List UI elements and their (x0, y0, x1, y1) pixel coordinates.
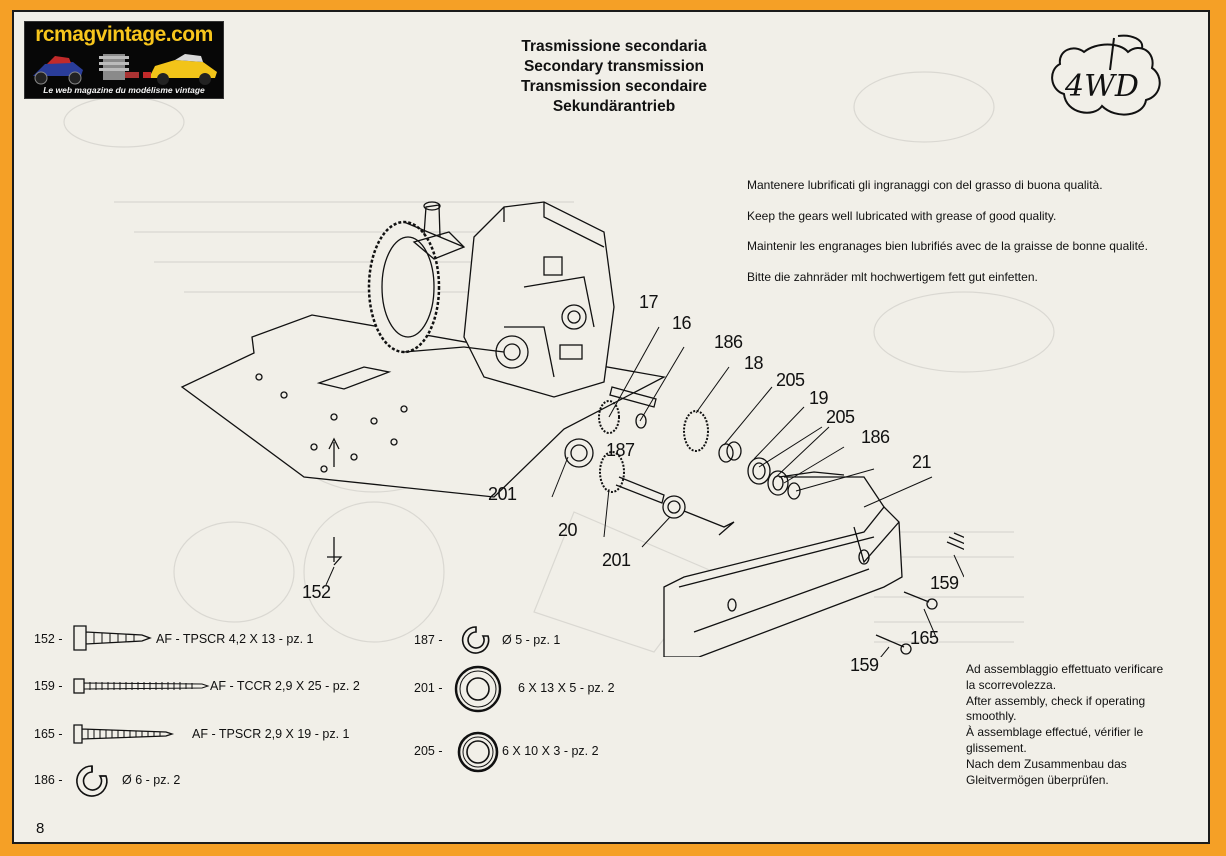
part-row-152: 152 - AF - TPSCR 4,2 X 13 - pz. 1 (34, 624, 394, 654)
part-number: 186 - (34, 773, 63, 787)
part-number: 165 - (34, 727, 63, 741)
page-title-block: Trasmissione secondaria Secondary transm… (474, 37, 754, 117)
assembly-note-line: Ad assemblaggio effettuato verificare (966, 662, 1164, 676)
assembly-note-line: Gleitvermögen überprüfen. (966, 772, 1109, 787)
callout-205-lower: 205 (826, 407, 855, 427)
bearing-icon (454, 665, 502, 713)
part-row-165: 165 - AF - TPSCR 2,9 X 19 - pz. 1 (34, 722, 374, 746)
title-english: Secondary transmission (523, 58, 705, 75)
circlip-icon (76, 765, 108, 797)
part-row-186: 186 - Ø 6 - pz. 2 (34, 762, 254, 798)
logo-models-image (33, 54, 217, 85)
circlip-icon (461, 626, 490, 654)
callout-152: 152 (302, 582, 331, 602)
assembly-note-line: Nach dem Zusammenbau das (966, 756, 1127, 771)
diagram-screws (327, 532, 964, 655)
part-description: 6 X 13 X 5 - pz. 2 (518, 681, 615, 695)
part-row-201: 201 - 6 X 13 X 5 - pz. 2 (414, 664, 654, 714)
part-description: AF - TCCR 2,9 X 25 - pz. 2 (210, 679, 360, 693)
assembly-note-line: glissement. (966, 740, 1027, 755)
assembly-note: Ad assemblaggio effettuato verificare la… (966, 662, 1206, 788)
title-french: Transmission secondaire (520, 78, 708, 95)
callout-201-right: 201 (602, 550, 631, 570)
assembly-note-line: After assembly, check if operating (966, 693, 1146, 708)
4wd-emblem: 4WD (1051, 34, 1161, 116)
callout-159-upper: 159 (930, 573, 959, 593)
callout-187: 187 (606, 440, 635, 460)
lubrication-notes: Mantenere lubrificati gli ingranaggi con… (747, 178, 1148, 300)
long-screw-icon (73, 678, 210, 694)
part-description: AF - TPSCR 4,2 X 13 - pz. 1 (156, 632, 314, 646)
shaft-assembly (564, 386, 801, 536)
callout-16: 16 (672, 313, 692, 333)
callout-159-lower: 159 (850, 655, 879, 675)
assembly-note-line: smoothly. (966, 709, 1017, 724)
bearing-icon (457, 731, 499, 773)
note-french: Maintenir les engranages bien lubrifiés … (747, 239, 1148, 253)
title-german: Sekundärantrieb (552, 98, 676, 115)
part-number: 159 - (34, 679, 63, 693)
callout-17: 17 (639, 292, 659, 312)
callout-19: 19 (809, 388, 829, 408)
callout-21: 21 (912, 452, 932, 472)
note-italian: Mantenere lubrificati gli ingranaggi con… (747, 178, 1103, 192)
part-row-205: 205 - 6 X 10 X 3 - pz. 2 (414, 730, 654, 774)
callout-186-lower: 186 (861, 427, 890, 447)
part-description: 6 X 10 X 3 - pz. 2 (502, 744, 599, 758)
logo-title: rcmagvintage.com (35, 23, 213, 46)
part-number: 201 - (414, 681, 443, 695)
title-italian: Trasmissione secondaria (521, 38, 707, 55)
assembly-note-line: la scorrevolezza. (966, 677, 1057, 692)
leader-lines (325, 326, 964, 657)
gear-cover (663, 471, 903, 657)
part-row-159: 159 - AF - TCCR 2,9 X 25 - pz. 2 (34, 674, 414, 698)
callout-201-left: 201 (488, 484, 517, 504)
callout-186-upper: 186 (714, 332, 743, 352)
part-number: 205 - (414, 744, 443, 758)
note-german: Bitte die zahnräder mlt hochwertigem fet… (747, 269, 1038, 284)
callout-205-upper: 205 (776, 370, 805, 390)
self-tapping-screw-icon (73, 625, 152, 651)
site-logo[interactable]: rcmagvintage.com (24, 21, 224, 99)
spur-gear (367, 201, 466, 354)
callout-20: 20 (558, 520, 578, 540)
callout-165: 165 (910, 628, 939, 648)
part-row-187: 187 - Ø 5 - pz. 1 (414, 624, 634, 656)
countersunk-screw-icon (73, 724, 175, 744)
gearbox-housing (463, 201, 615, 398)
part-description: Ø 6 - pz. 2 (122, 773, 181, 787)
manual-page: rcmagvintage.com (12, 10, 1210, 844)
page-number: 8 (36, 820, 45, 837)
callout-18: 18 (744, 353, 764, 373)
assembly-note-line: À assemblage effectué, vérifier le (966, 725, 1144, 740)
part-description: Ø 5 - pz. 1 (502, 633, 561, 647)
part-number: 187 - (414, 633, 443, 647)
exploded-diagram (180, 201, 964, 657)
part-number: 152 - (34, 632, 63, 646)
logo-subtitle: Le web magazine du modélisme vintage (43, 85, 205, 95)
emblem-text: 4WD (1064, 69, 1139, 104)
part-description: AF - TPSCR 2,9 X 19 - pz. 1 (192, 727, 350, 741)
note-english: Keep the gears well lubricated with grea… (747, 208, 1057, 223)
